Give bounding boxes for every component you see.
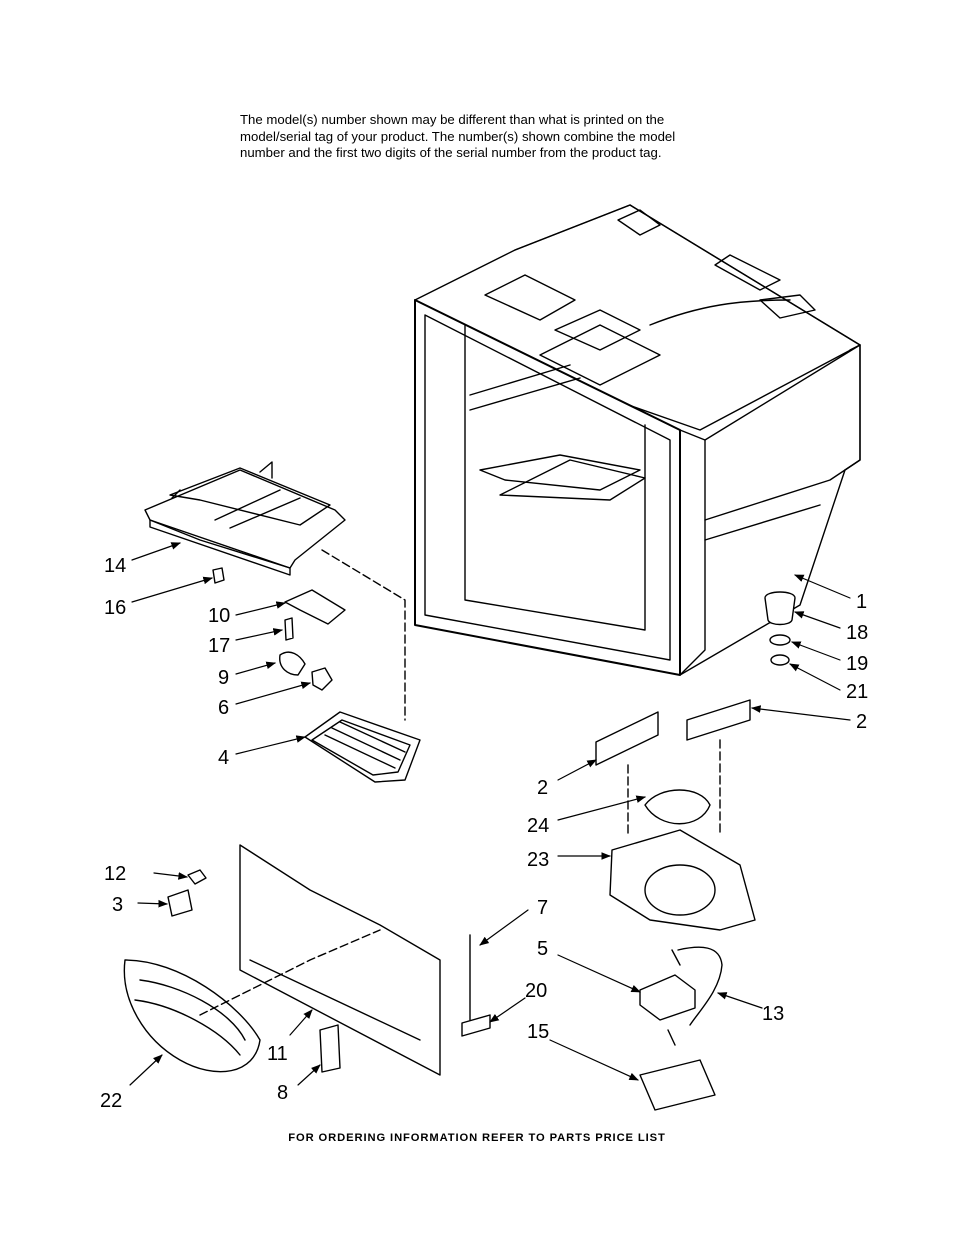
callout-10: 10 (208, 605, 230, 627)
header-note-line: number and the first two digits of the s… (240, 145, 662, 160)
callout-14: 14 (104, 555, 126, 577)
callout-7: 7 (537, 897, 548, 919)
light-socket-assembly (212, 567, 346, 691)
evaporator-parts (461, 591, 796, 1111)
callout-9: 9 (218, 667, 229, 689)
callout-20: 20 (525, 980, 547, 1002)
header-note-line: model/serial tag of your product. The nu… (240, 128, 676, 144)
callout-3: 3 (112, 894, 123, 916)
callout-8: 8 (277, 1082, 288, 1104)
guide-line (321, 549, 406, 721)
callout-1: 1 (856, 591, 867, 613)
callout-15: 15 (527, 1021, 549, 1043)
callout-21: 21 (846, 681, 868, 703)
ordering-footer: FOR ORDERING INFORMATION REFER TO PARTS … (288, 1132, 666, 1144)
callout-13: 13 (762, 1003, 784, 1025)
callout-18: 18 (846, 622, 868, 644)
callout-leaders (129, 542, 851, 1086)
callout-4: 4 (218, 747, 229, 769)
callout-24: 24 (527, 815, 549, 837)
ice-tray-housing (144, 461, 346, 576)
callout-17: 17 (208, 635, 230, 657)
callout-6: 6 (218, 697, 229, 719)
callout-11: 11 (267, 1043, 288, 1065)
callout-19: 19 (846, 653, 868, 675)
callout-2: 2 (856, 711, 867, 733)
callout-23: 23 (527, 849, 549, 871)
header-note-line: The model(s) number shown may be differe… (240, 112, 665, 127)
lower-cover-parts (123, 844, 441, 1076)
header-note: The model(s) number shown may be differe… (240, 112, 760, 162)
callout-12: 12 (104, 863, 126, 885)
callout-5: 5 (537, 938, 548, 960)
callout-22: 22 (100, 1090, 122, 1112)
freezer-liner (414, 204, 861, 676)
callout-16: 16 (104, 597, 126, 619)
ice-tray (304, 711, 421, 783)
callout-labels: 14 16 10 17 9 6 4 1 18 19 21 2 2 24 23 1… (100, 555, 868, 1112)
callout-2: 2 (537, 777, 548, 799)
